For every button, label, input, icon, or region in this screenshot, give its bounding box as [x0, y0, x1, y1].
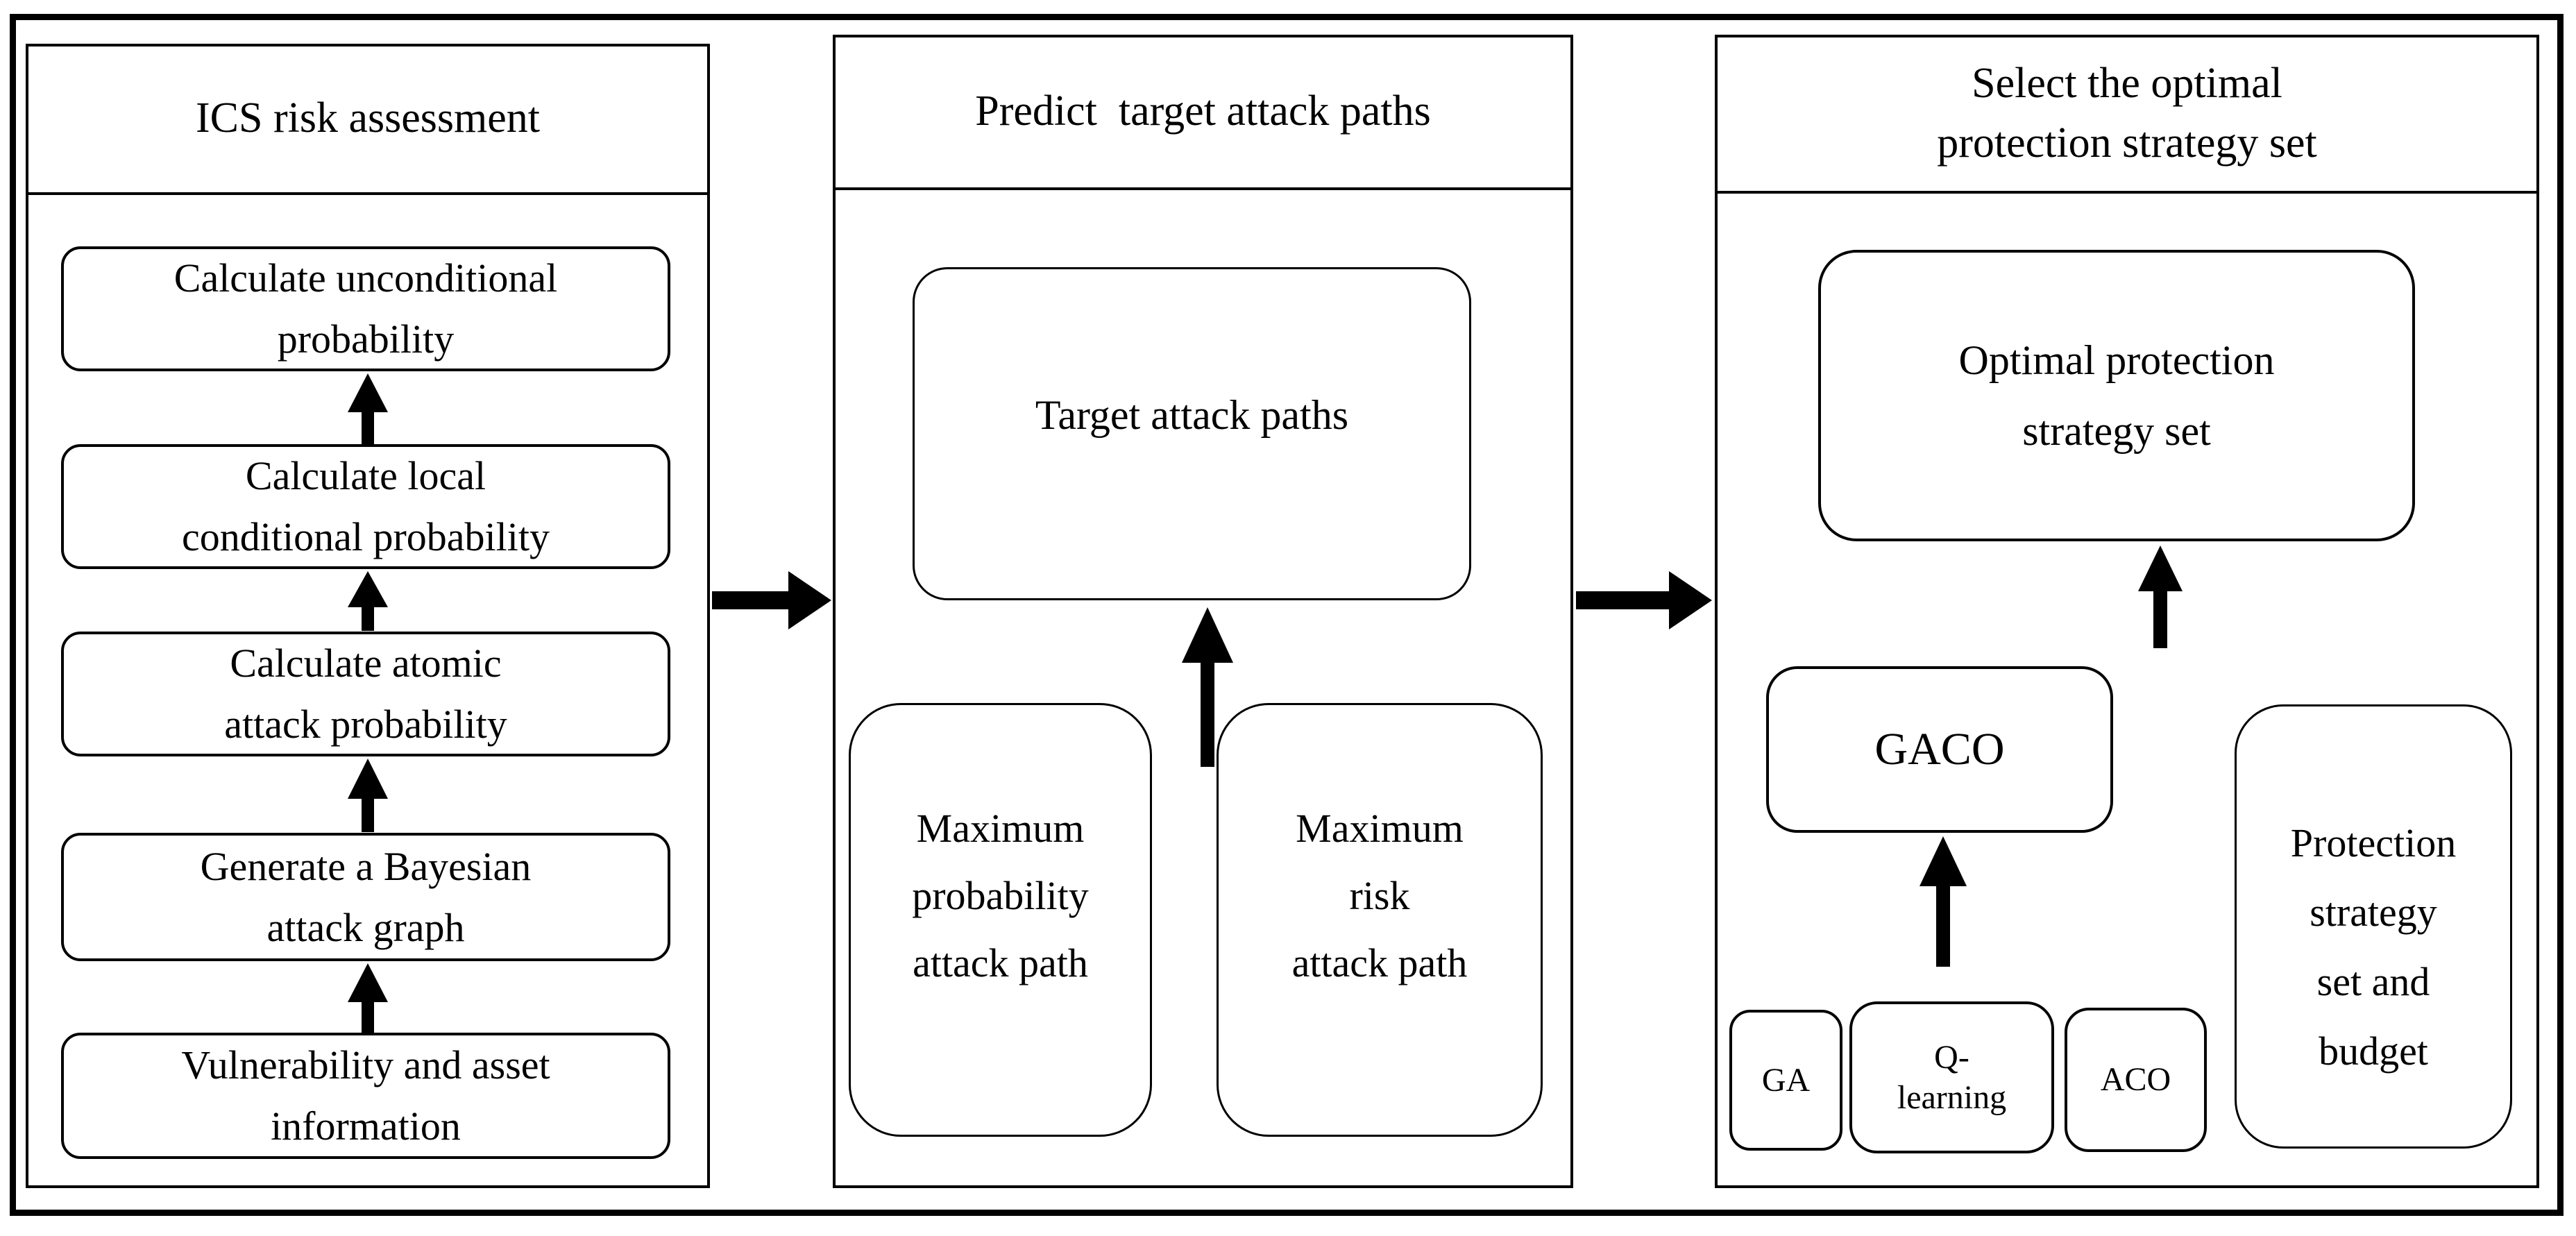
box-aco: ACO [2065, 1008, 2207, 1152]
box-calculate-local-conditional-probability: Calculate local conditional probability [61, 444, 670, 569]
box-vulnerability-asset-information: Vulnerability and asset information [61, 1033, 670, 1159]
box-generate-bayesian-attack-graph: Generate a Bayesian attack graph [61, 833, 670, 961]
up-arrow-icon [1920, 836, 1967, 967]
box-optimal-protection-strategy-set: Optimal protection strategy set [1818, 250, 2415, 541]
panel-predict-title-divider [836, 187, 1570, 190]
up-arrow-icon [347, 373, 389, 444]
box-maximum-probability-attack-path: Maximum probability attack path [849, 703, 1152, 1137]
box-protection-strategy-set-budget: Protection strategy set and budget [2235, 704, 2512, 1149]
box-ga: GA [1729, 1010, 1842, 1151]
panel-select-title: Select the optimal protection strategy s… [1937, 59, 2317, 167]
up-arrow-icon [347, 963, 389, 1033]
panel-ics-title-divider [28, 192, 707, 195]
panel-select-title-divider [1718, 191, 2536, 194]
box-q-learning: Q- learning [1849, 1001, 2054, 1153]
up-arrow-icon [347, 571, 389, 631]
box-calculate-atomic-attack-probability: Calculate atomic attack probability [61, 632, 670, 756]
box-maximum-risk-attack-path: Maximum risk attack path [1217, 703, 1543, 1137]
panel-predict-title: Predict target attack paths [975, 87, 1431, 135]
box-gaco: GACO [1766, 666, 2113, 833]
panel-ics-title: ICS risk assessment [196, 94, 540, 142]
right-arrow-icon [1576, 571, 1712, 629]
outer-border [10, 14, 2564, 1216]
right-arrow-icon [712, 571, 831, 629]
up-arrow-icon [347, 759, 389, 832]
box-target-attack-paths: Target attack paths [913, 267, 1471, 600]
box-calculate-unconditional-probability: Calculate unconditional probability [61, 246, 670, 371]
up-arrow-icon [2138, 545, 2183, 648]
up-arrow-icon [1182, 607, 1233, 767]
